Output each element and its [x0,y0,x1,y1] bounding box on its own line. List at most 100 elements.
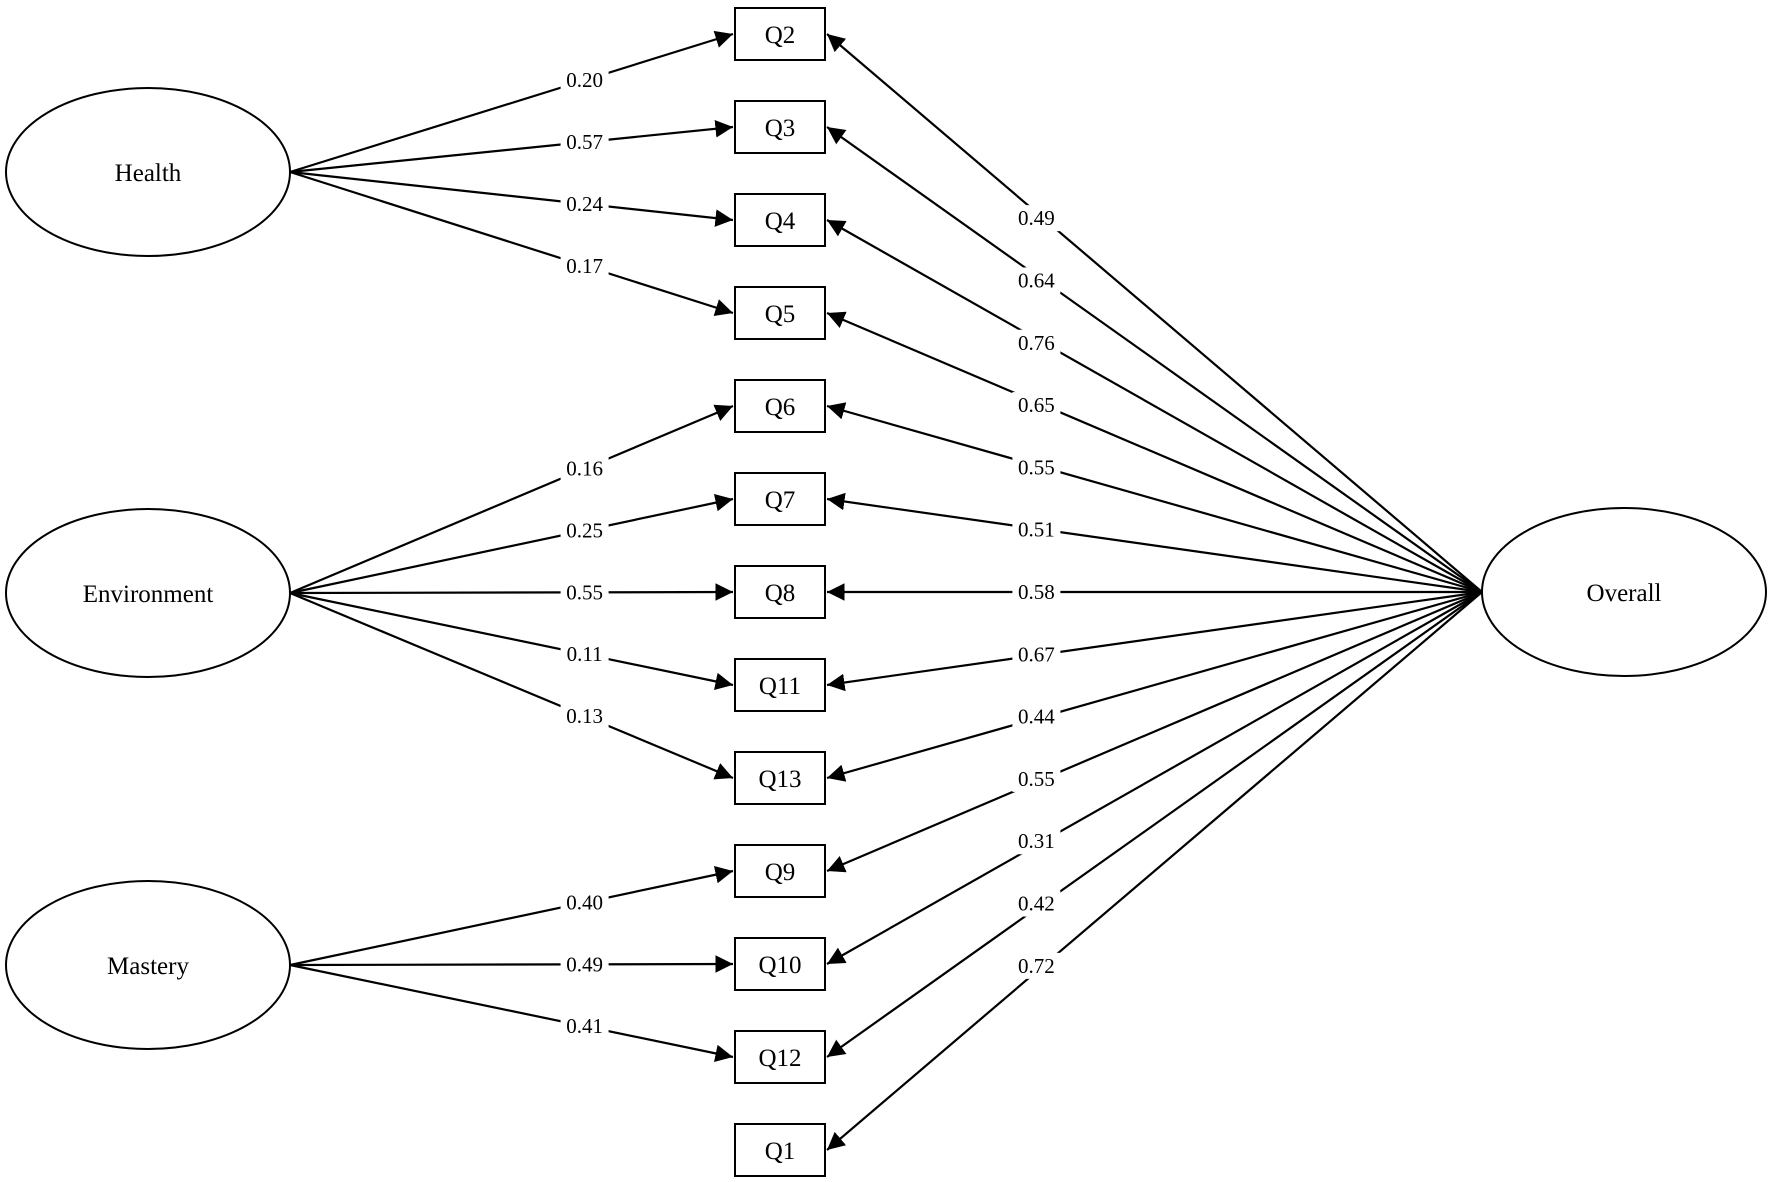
item-label-q3: Q3 [765,115,796,142]
loading-label-environment-q11: 0.11 [567,642,603,666]
loading-label-overall-q1: 0.72 [1018,954,1055,978]
loading-label-mastery-q12-bg [560,1013,609,1040]
loading-label-overall-q10: 0.31 [1018,829,1055,853]
factor-ellipse-overall [1481,507,1767,677]
loading-label-overall-q2: 0.49 [1018,206,1055,230]
loading-label-environment-q6: 0.16 [566,457,603,481]
edge-environment-q13 [289,591,734,780]
factor-mastery: Mastery [5,880,291,1050]
item-box-q3 [734,100,826,154]
loading-label-environment-q7: 0.25 [566,518,603,542]
edge-health-q2 [289,30,734,174]
edge-mastery-q10 [289,955,734,973]
loading-label-overall-q3-bg [1012,267,1061,294]
loading-label-environment-q8: 0.55 [566,580,603,604]
item-q9: Q9 [734,844,826,898]
loading-label-environment-q13: 0.13 [566,704,603,728]
loading-label-overall-q8-bg [1012,579,1061,605]
loading-label-health-q3-bg [560,129,609,156]
item-q6: Q6 [734,379,826,433]
item-q4: Q4 [734,193,826,247]
edge-health-q5 [289,170,734,317]
edge-overall-q2 [826,33,1483,593]
loading-label-mastery-q10: 0.49 [566,952,603,976]
item-label-q10: Q10 [758,952,801,979]
edges-layer [289,30,1483,1151]
loading-label-overall-q5-bg [1012,392,1061,419]
factor-label-mastery: Mastery [107,953,189,980]
item-label-q12: Q12 [758,1045,801,1072]
edge-environment-q6 [289,404,734,595]
factor-ellipse-environment [5,508,291,678]
loading-label-mastery-q10-bg [560,951,609,978]
item-box-q8 [734,565,826,619]
loading-label-overall-q8: 0.58 [1018,580,1055,604]
loading-label-health-q5-bg [560,252,609,279]
edge-labels-layer: 0.200.570.240.170.160.250.550.110.130.40… [560,67,1061,1040]
factor-overall: Overall [1481,507,1767,677]
item-q3: Q3 [734,100,826,154]
item-label-q7: Q7 [765,487,796,514]
item-label-q11: Q11 [759,673,801,700]
item-q13: Q13 [734,751,826,805]
item-q10: Q10 [734,937,826,991]
item-label-q13: Q13 [758,766,801,793]
loading-label-mastery-q9: 0.40 [566,890,603,914]
item-label-q8: Q8 [765,580,796,607]
factor-label-overall: Overall [1587,580,1662,607]
factor-environment: Environment [5,508,291,678]
edge-overall-q12 [826,591,1483,1058]
edge-health-q4 [289,170,734,227]
loading-label-overall-q5: 0.65 [1018,393,1055,417]
loading-label-overall-q2-bg [1012,205,1061,232]
edge-overall-q3 [826,126,1483,593]
item-label-q6: Q6 [765,394,796,421]
edge-overall-q5 [826,311,1483,594]
loading-label-overall-q13: 0.44 [1018,705,1055,729]
edge-environment-q11 [289,591,734,691]
loading-label-environment-q8-bg [560,579,609,606]
loading-label-health-q2-bg [560,67,609,94]
item-label-q4: Q4 [765,208,796,235]
loading-label-overall-q7: 0.51 [1018,518,1055,542]
item-q11: Q11 [734,658,826,712]
edge-overall-q1 [826,591,1483,1151]
loading-label-overall-q12-bg [1012,890,1061,917]
loading-label-overall-q9-bg [1012,765,1061,792]
edge-environment-q8 [289,583,734,601]
loading-label-health-q2: 0.20 [566,68,603,92]
item-box-q13 [734,751,826,805]
item-label-q5: Q5 [765,301,796,328]
factor-label-health: Health [115,160,182,187]
edge-overall-q7 [826,492,1483,594]
loading-label-overall-q11-bg [1012,641,1061,668]
loading-label-overall-q12: 0.42 [1018,892,1055,916]
item-q5: Q5 [734,286,826,340]
factor-ellipse-mastery [5,880,291,1050]
item-box-q10 [734,937,826,991]
item-q1: Q1 [734,1123,826,1177]
loading-label-mastery-q9-bg [560,889,609,916]
factor-health: Health [5,87,291,257]
item-box-q4 [734,193,826,247]
item-label-q9: Q9 [765,859,796,886]
edge-overall-q11 [826,590,1483,692]
item-q2: Q2 [734,7,826,61]
factor-ellipse-health [5,87,291,257]
loading-label-environment-q7-bg [560,517,609,544]
item-box-q11 [734,658,826,712]
loading-label-overall-q1-bg [1012,952,1061,979]
loading-label-health-q4-bg [560,190,609,217]
item-box-q7 [734,472,826,526]
loading-label-overall-q13-bg [1012,703,1061,730]
item-q12: Q12 [734,1030,826,1084]
factor-label-environment: Environment [83,581,214,608]
edge-overall-q9 [826,590,1483,873]
loading-label-overall-q9: 0.55 [1018,767,1055,791]
item-label-q1: Q1 [765,1138,796,1165]
loading-label-overall-q3: 0.64 [1018,268,1055,292]
edge-overall-q13 [826,590,1483,782]
item-box-q12 [734,1030,826,1084]
